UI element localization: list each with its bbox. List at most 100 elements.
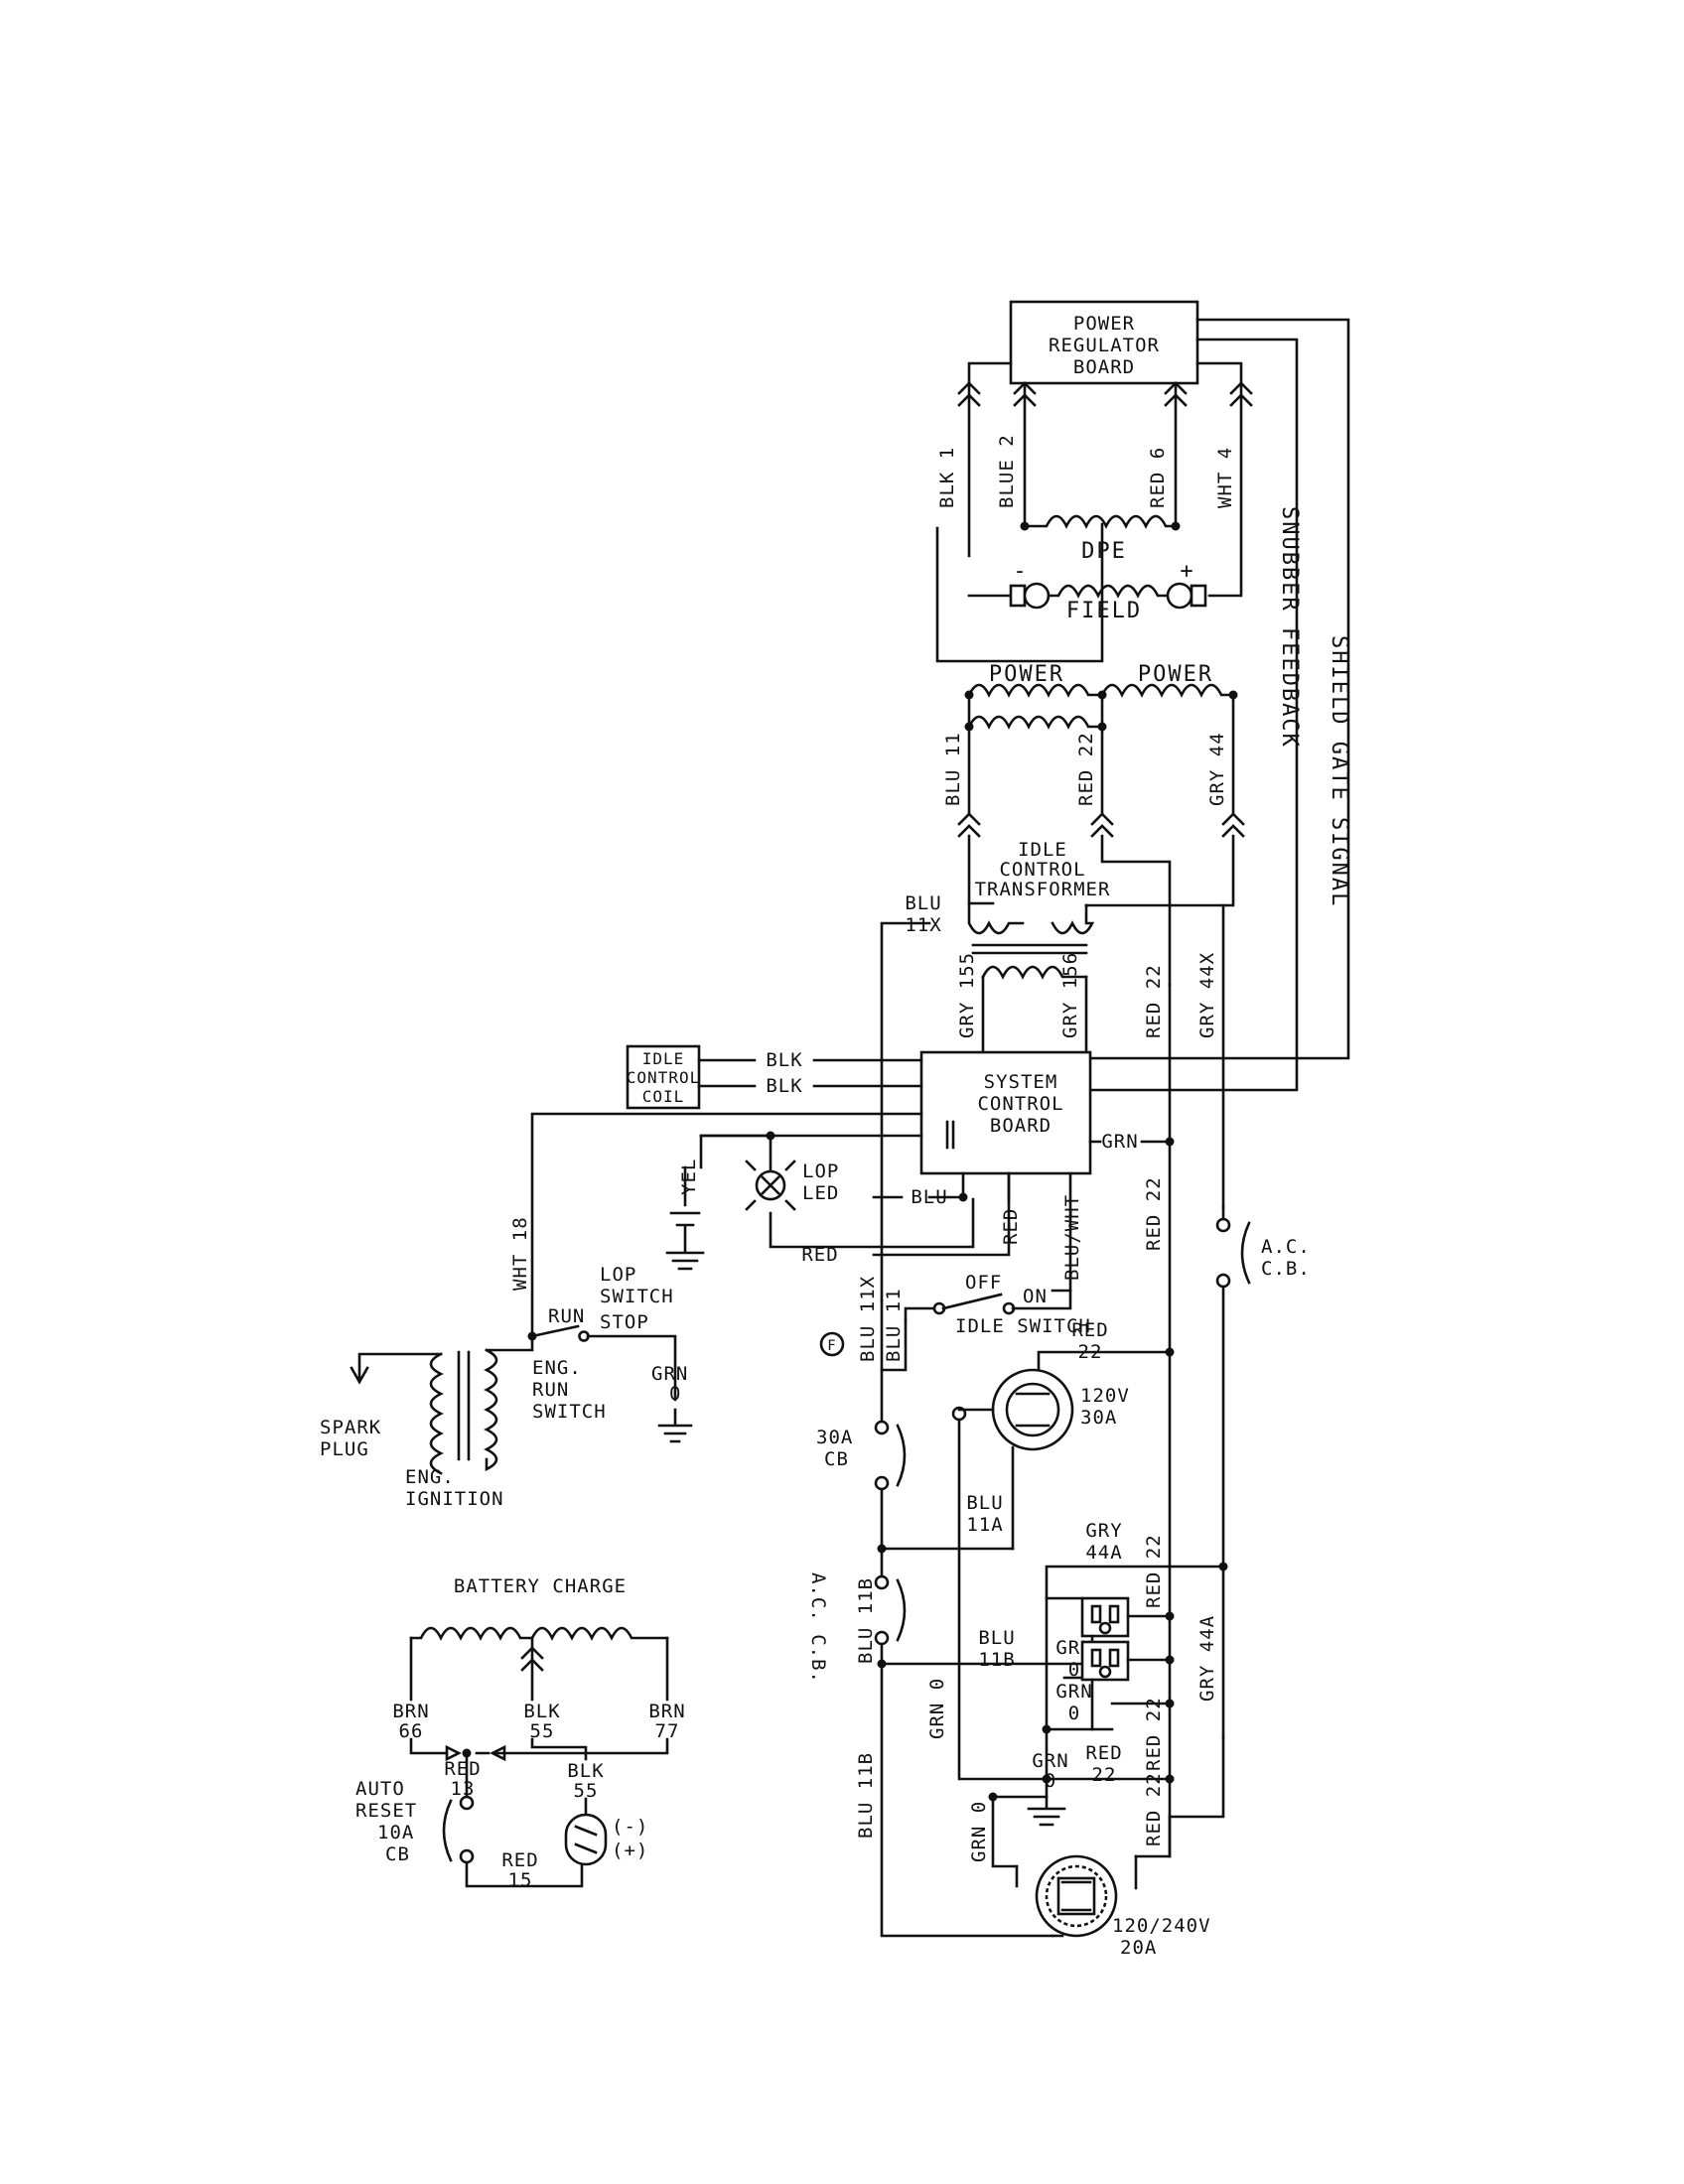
wire-blk55-b-label-2: 55 (574, 1780, 599, 1802)
wire-blu11b-h-label-1: BLU (978, 1627, 1015, 1649)
spark-plug-label-2: PLUG (320, 1438, 369, 1460)
blu-bus-left: F BLU 11X BLU 11 30A CB A.C. C.B. BLU 11… (807, 1276, 1054, 1938)
lop-switch-label-2: SWITCH (600, 1286, 674, 1307)
system-control-label-3: BOARD (990, 1115, 1052, 1137)
idle-coil-label-2: CONTROL (627, 1068, 700, 1087)
power-regulator-board: POWER REGULATOR BOARD (1009, 300, 1199, 385)
system-control-label-1: SYSTEM (984, 1071, 1058, 1093)
wire-red6-label: RED 6 (1147, 447, 1169, 508)
ac-cb-top-label-1: A.C. (1261, 1236, 1311, 1258)
wire-grn0-b-label-2: 0 (1068, 1703, 1080, 1724)
idle-switch: OFF ON IDLE SWITCH (904, 1272, 1090, 1337)
receptacle-120-240-label-1: 120/240V (1112, 1915, 1211, 1937)
grn0-label-1: GRN (651, 1363, 688, 1385)
wire-blu11b-v2-label: BLU 11B (855, 1752, 877, 1839)
wire-wht4-label: WHT 4 (1214, 447, 1236, 508)
ac-cb-top-label-2: C.B. (1261, 1258, 1311, 1280)
wire-blu11x-label-1: BLU (905, 892, 941, 914)
dpe-coil: DPE (1020, 514, 1181, 564)
wire-red-label: RED (801, 1244, 838, 1266)
field-minus-label: - (1013, 559, 1028, 584)
field-plus-label: + (1180, 559, 1194, 584)
duplex-outlet-2: BLU 11B RED 22 GRN 0 RED 22 (880, 1534, 1175, 1781)
bottom-junctions: GRN 0 RED 22 GRN 0 GRN 0 GRY 44A RED 22 (926, 1615, 1225, 1868)
wire-red22-b-label: RED 22 (1143, 964, 1165, 1038)
auto-reset-label-1: AUTO (355, 1778, 405, 1800)
idle-transformer-label-1: IDLE (1018, 839, 1067, 861)
transformer-secondary-wires: GRY 155 GRY 156 RED 22 GRY 44X (956, 903, 1225, 1209)
field-label: FIELD (1066, 599, 1142, 623)
wire-red22-o1-label: RED 22 (1143, 1534, 1165, 1608)
wire-red22-o2-label: RED 22 (1143, 1697, 1165, 1771)
regulator-wires (957, 318, 1350, 1092)
auto-reset-label-2: RESET (355, 1800, 417, 1822)
wire-red15-label-1: RED (501, 1849, 538, 1871)
system-control-label-2: CONTROL (977, 1093, 1063, 1115)
wire-blk55-b-label-1: BLK (567, 1760, 604, 1782)
system-control-board: SYSTEM CONTROL BOARD (919, 1050, 1092, 1175)
wire-brn66-label-2: 66 (399, 1720, 424, 1742)
eng-ignition-label-1: ENG. (405, 1466, 455, 1488)
power-regulator-label-3: BOARD (1073, 356, 1135, 378)
wire-blu11-b-label: BLU 11 (883, 1288, 905, 1362)
board-peripheral-wires: GRN BLU RED RED BLU/WHT (530, 1112, 1175, 1338)
battery-plus-label: (+) (612, 1840, 648, 1861)
receptacle-120-240v: 120/240V 20A (1015, 1854, 1211, 1959)
run-label: RUN (548, 1305, 585, 1327)
wire-blu11a-label-2: 11A (966, 1514, 1003, 1536)
lop-switch-label-1: LOP (600, 1264, 636, 1286)
dpe-label: DPE (1081, 539, 1127, 564)
wire-blk-b-label: BLK (766, 1075, 802, 1097)
idle-transformer-label-2: CONTROL (999, 859, 1085, 881)
eng-run-switch-label-2: RUN (532, 1379, 569, 1401)
wire-blu-label: BLU (911, 1186, 947, 1208)
power-regulator-label-1: POWER (1073, 313, 1135, 335)
cb30-label-2: CB (824, 1448, 849, 1470)
idle-control-coil: IDLE CONTROL COIL BLK BLK (626, 1044, 923, 1110)
wire-blu11b-h-label-2: 11B (978, 1649, 1015, 1671)
wire-red13-label-2: 13 (451, 1778, 476, 1800)
wire-grn0-c-label-1: GRN (1032, 1750, 1068, 1772)
wire-red22-h-label-2: 22 (1092, 1764, 1117, 1786)
field-coil: - + FIELD (1009, 559, 1207, 623)
lop-led: LOP LED (745, 1160, 839, 1211)
spark-plug-label-1: SPARK (320, 1417, 381, 1438)
wire-brn66-label-1: BRN (392, 1701, 429, 1722)
battery-charge-label: BATTERY CHARGE (454, 1575, 627, 1597)
receptacle-120-30-label-1: 120V (1080, 1385, 1130, 1407)
duplex-outlet-1: GRY 44A GRN 0 (1045, 1520, 1228, 1681)
wire-gry156-label: GRY 156 (1059, 952, 1081, 1038)
snubber-feedback-label: SNUBBER FEEDBACK (1277, 506, 1302, 749)
off-label: OFF (965, 1272, 1002, 1294)
engine-ignition: SPARK PLUG ENG. IGNITION (320, 1334, 534, 1510)
wire-blue2-label: BLUE 2 (996, 434, 1018, 508)
cb30-label-1: 30A (816, 1427, 853, 1448)
wire-grn0-v-label: GRN 0 (926, 1678, 948, 1739)
lop-led-label-2: LED (802, 1182, 839, 1204)
top-wire-labels: BLK 1 BLUE 2 RED 6 WHT 4 (936, 434, 1236, 508)
wire-red22-c-label: RED 22 (1143, 1176, 1165, 1251)
auto-reset-label-3: 10A (377, 1822, 414, 1843)
wire-red22-top-label-1: RED (1071, 1319, 1108, 1341)
wire-grn0-d-label: GRN 0 (968, 1801, 990, 1862)
idle-coil-label-3: COIL (642, 1087, 685, 1106)
stop-label: STOP (600, 1311, 649, 1333)
wire-bluwht-label: BLU/WHT (1061, 1194, 1083, 1281)
wire-red13-label-1: RED (444, 1758, 481, 1780)
wire-red-vertical-label: RED (1000, 1208, 1022, 1245)
f-marker: F (827, 1338, 836, 1354)
power-right-label: POWER (1138, 662, 1213, 687)
lop-switch: YEL LOP SWITCH (600, 1159, 705, 1307)
red22-bus: RED 22 (1143, 1140, 1172, 1858)
power-left-label: POWER (989, 662, 1064, 687)
idle-control-transformer: IDLE CONTROL TRANSFORMER BLU 11X (880, 834, 1235, 1302)
wire-red22-top-label-2: 22 (1078, 1341, 1103, 1363)
wire-blk1-label: BLK 1 (936, 447, 958, 508)
wire-blk55-a-label-2: 55 (530, 1720, 555, 1742)
wire-blu11a-label-1: BLU (966, 1492, 1003, 1514)
wire-grn0-b-label-1: GRN (1055, 1681, 1092, 1703)
wire-brn77-label-1: BRN (648, 1701, 685, 1722)
idle-coil-label-1: IDLE (642, 1049, 685, 1068)
wire-blu11-label: BLU 11 (942, 732, 964, 806)
idle-transformer-label-3: TRANSFORMER (975, 879, 1111, 900)
